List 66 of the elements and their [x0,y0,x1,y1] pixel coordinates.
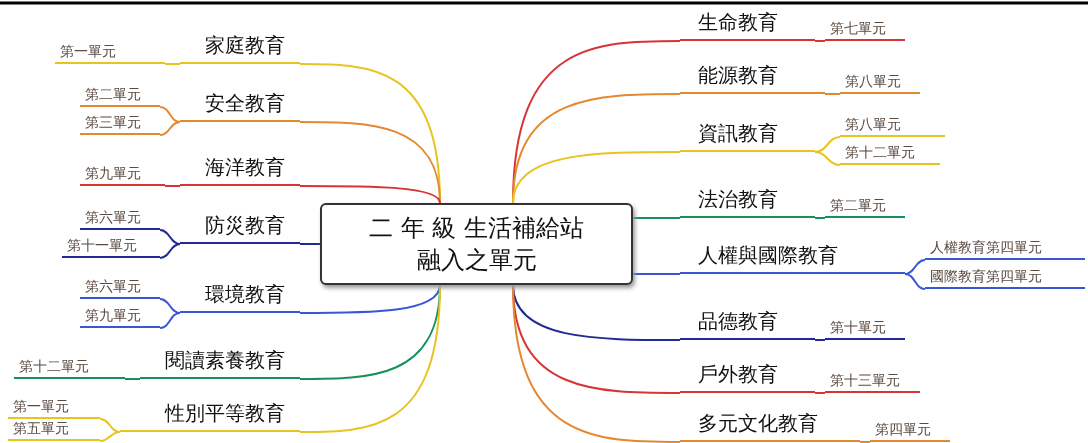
unit-label: 第十單元 [825,319,905,340]
branch-topic: 多元文化教育 [680,410,860,442]
central-topic-box [320,203,633,285]
branch-line [859,441,871,443]
branch-topic: 能源教育 [680,62,825,94]
branch-line [299,284,441,433]
unit-label: 第九單元 [80,307,160,328]
branch-line [814,151,841,166]
unit-label: 第四單元 [870,421,950,442]
branch-line [99,431,121,442]
branch-topic: 生命教育 [680,9,815,41]
branch-line [164,185,181,187]
branch-topic: 環境教育 [180,281,300,313]
unit-label: 第三單元 [80,114,160,135]
branch-line [124,378,141,380]
branch-line [159,229,181,245]
branch-line [299,121,441,204]
branch-topic: 品德教育 [680,308,815,340]
unit-label: 第九單元 [80,165,165,186]
unit-label: 第七單元 [825,20,905,41]
branch-topic: 性別平等教育 [120,400,300,432]
central-topic-text: 二 年 級 生活補給站 [369,213,584,244]
branch-line [512,151,681,204]
branch-topic: 資訊教育 [680,120,815,152]
branch-line [904,259,926,275]
branch-topic: 防災教育 [180,212,300,244]
unit-label: 第一單元 [8,398,100,419]
branch-line [904,273,926,290]
unit-label: 第八單元 [840,116,945,137]
branch-topic: 閱讀素養教育 [140,347,300,379]
branch-topic: 法治教育 [680,186,815,218]
branch-line [814,40,826,42]
branch-line [824,93,841,95]
unit-label: 第二單元 [80,86,160,107]
unit-label: 第十一單元 [62,237,160,258]
branch-topic: 安全教育 [180,90,300,122]
branch-topic: 海洋教育 [180,154,300,186]
branch-line [164,63,181,65]
branch-topic: 人權與國際教育 [680,242,905,274]
branch-line [99,418,121,433]
unit-label: 第二單元 [825,197,905,218]
branch-line [512,284,681,443]
branch-topic: 戶外教育 [680,361,815,393]
central-topic-text: 融入之單元 [416,245,537,276]
branch-line [299,243,321,245]
branch-line [814,392,826,394]
unit-label: 國際教育第四單元 [925,268,1085,289]
branch-line [814,217,826,219]
branch-line [159,298,181,314]
branch-line [159,243,181,259]
unit-label: 第六單元 [80,209,160,230]
unit-label: 第十二單元 [14,358,125,379]
branch-topic: 家庭教育 [180,32,300,64]
unit-label: 人權教育第四單元 [925,239,1085,260]
unit-label: 第六單元 [80,278,160,299]
unit-label: 第一單元 [55,43,165,64]
branch-line [632,217,681,219]
branch-line [632,273,681,275]
branch-line [159,312,181,329]
branch-line [814,339,826,341]
branch-line [299,185,441,204]
branch-line [159,121,181,136]
unit-label: 第八單元 [840,73,920,94]
unit-label: 第五單元 [8,420,100,441]
unit-label: 第十二單元 [840,144,940,165]
unit-label: 第十三單元 [825,372,920,393]
